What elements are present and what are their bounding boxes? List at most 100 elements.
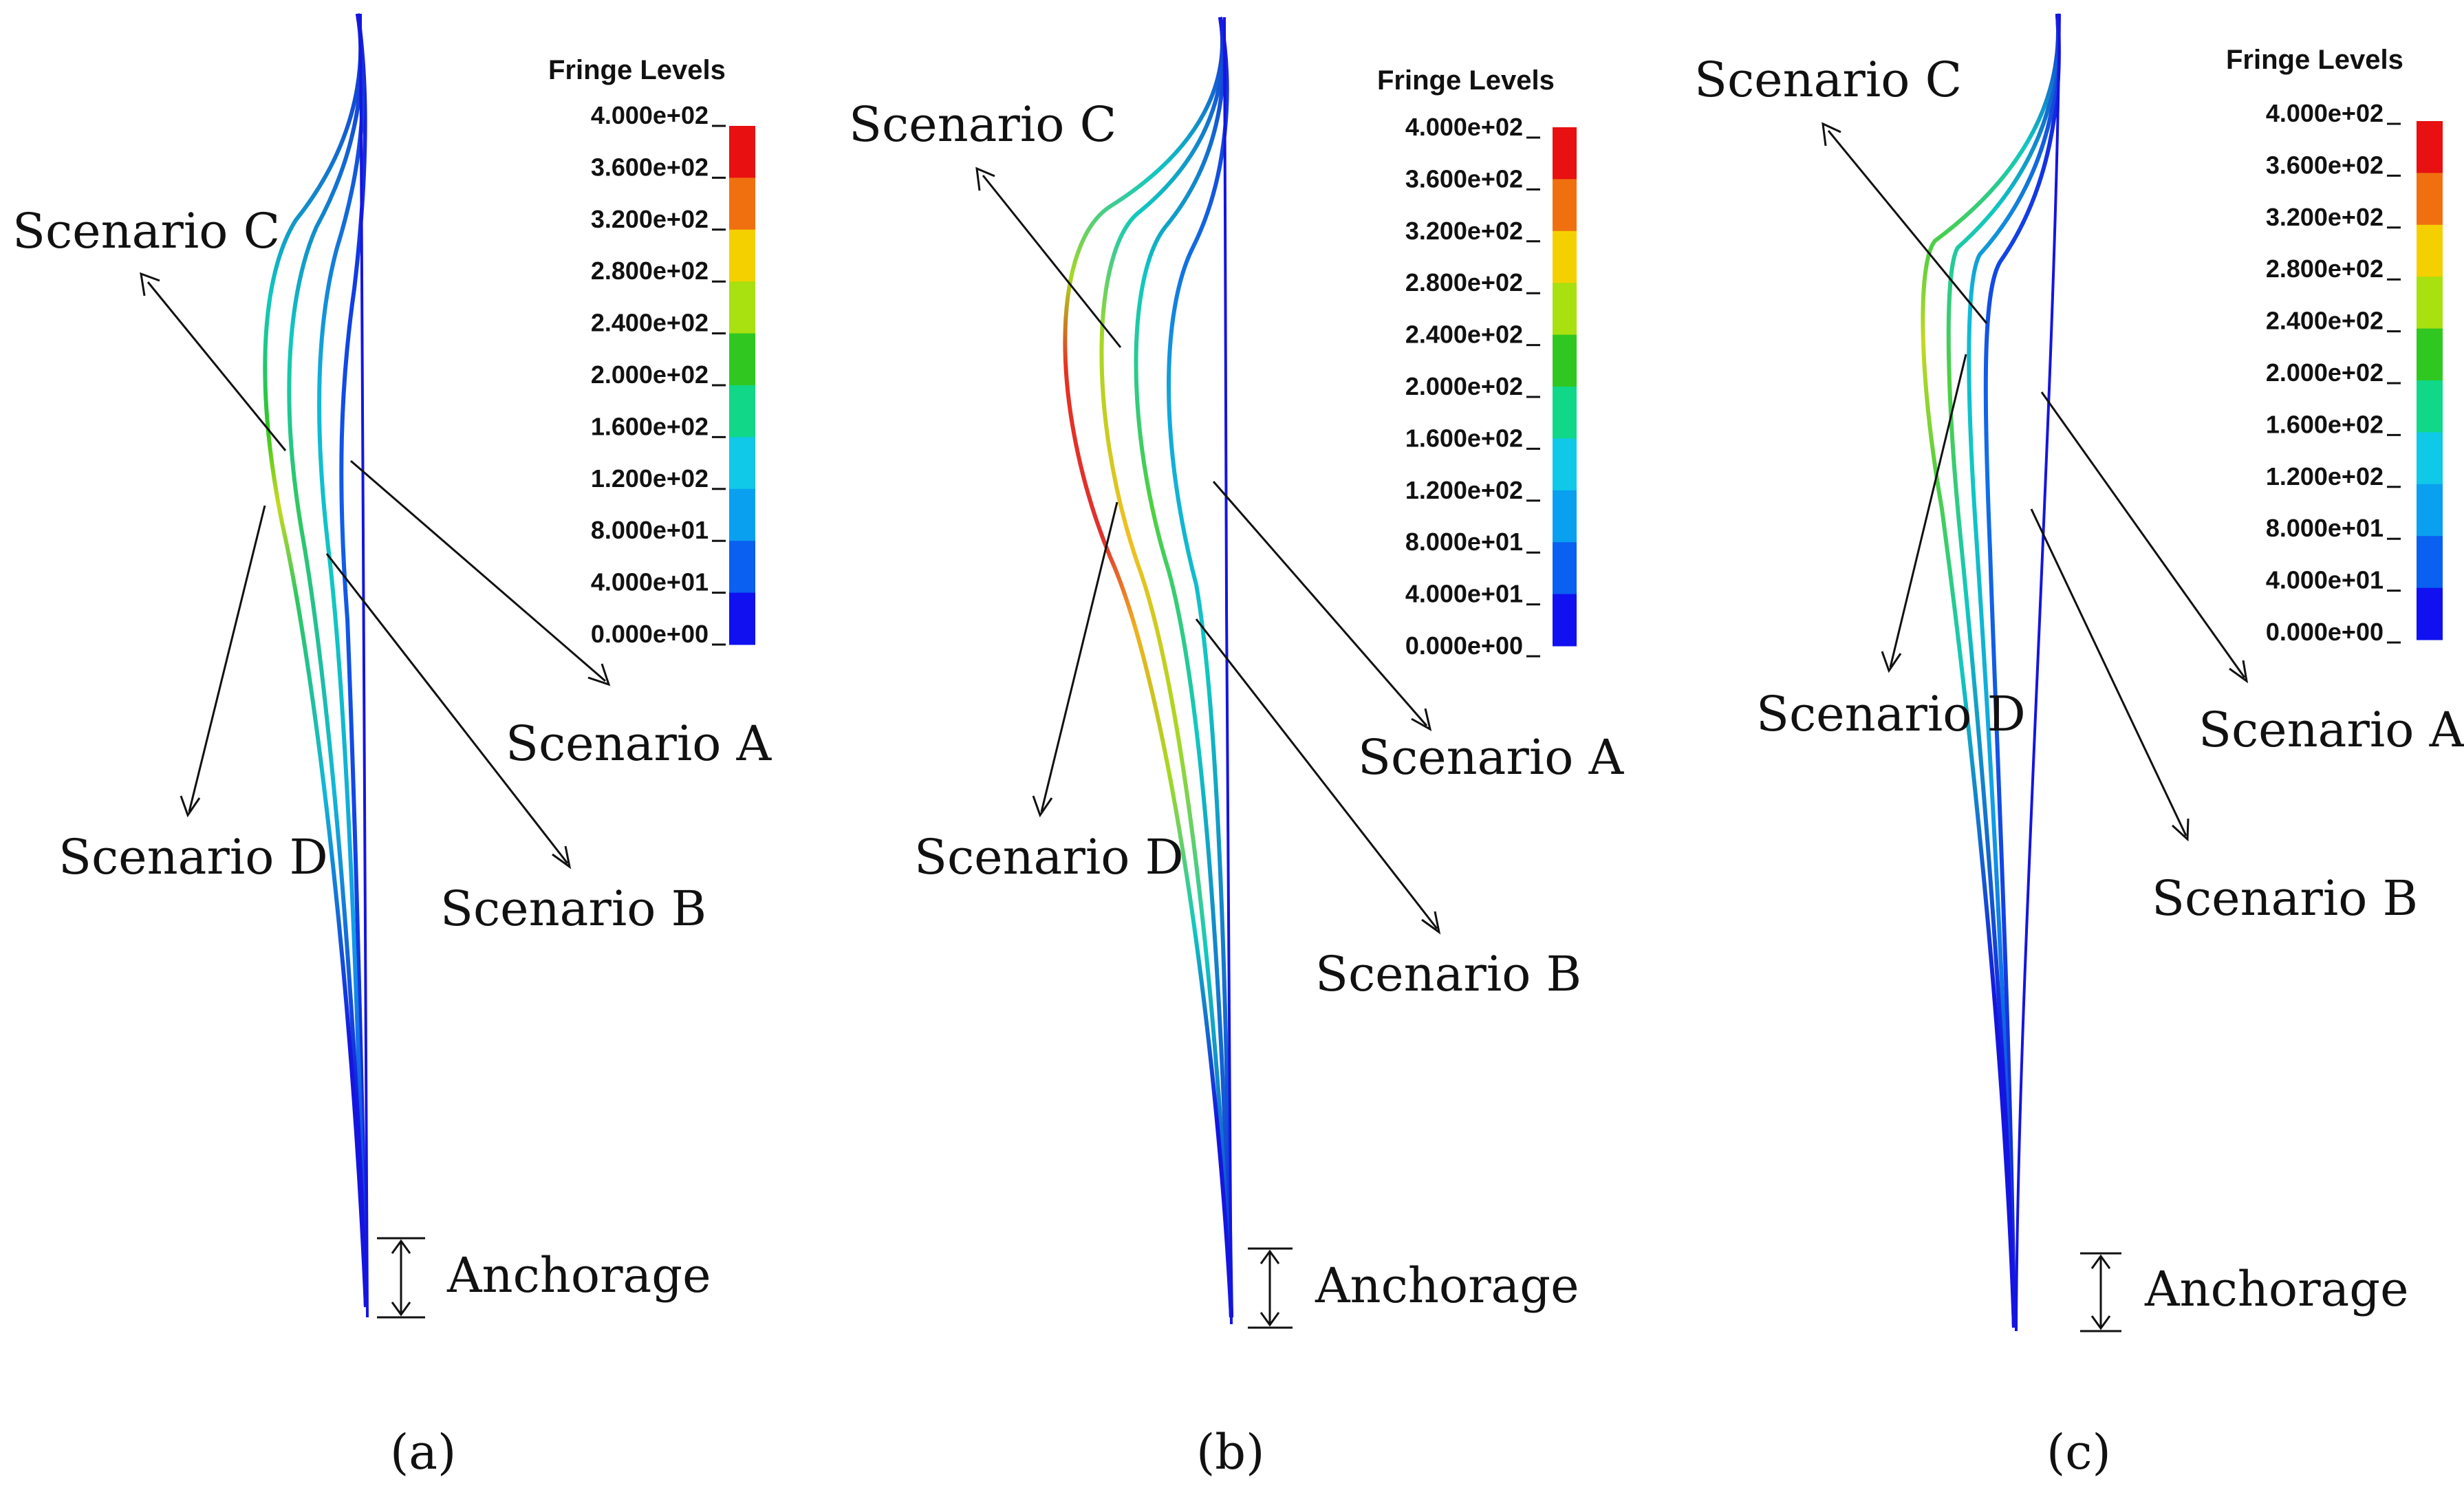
legend-color-swatch: [2417, 380, 2443, 433]
curve-scenario-c: [1099, 17, 1233, 1318]
legend-color-swatch: [2417, 173, 2443, 226]
wall-baseline: [2015, 13, 2061, 1332]
legend-color-swatch: [2417, 224, 2443, 277]
legend-tick-label: 4.000e+02: [1405, 113, 1523, 141]
legend-color-swatch: [1553, 594, 1577, 647]
label-scenario-b: Scenario B: [1315, 946, 1581, 1002]
legend-color-swatch: [729, 385, 755, 438]
curve-scenario-b: [1134, 17, 1233, 1318]
leader-lines: [1822, 122, 2249, 842]
legend-color-swatch: [2417, 328, 2443, 381]
legend-color-swatch: [1553, 387, 1577, 439]
legend-tick-label: 4.000e+02: [2266, 99, 2384, 127]
legend-tick-label: 8.000e+01: [2266, 514, 2384, 542]
legend-tick-label: 2.800e+02: [2266, 255, 2384, 283]
legend-color-swatch: [729, 177, 755, 230]
legend-tick-label: 1.600e+02: [2266, 410, 2384, 438]
legend-color-swatch: [1553, 127, 1577, 180]
curve-scenario-b: [317, 13, 368, 1308]
label-scenario-b: Scenario B: [2152, 870, 2418, 927]
label-scenario-a: Scenario A: [1358, 729, 1625, 786]
legend-color-swatch: [2417, 484, 2443, 537]
leader-lines: [975, 166, 1441, 935]
curve-scenario-a: [339, 13, 368, 1308]
legend-tick-label: 2.000e+02: [1405, 372, 1523, 400]
legend-color-swatch: [1553, 230, 1577, 283]
legend-tick-label: 3.600e+02: [2266, 151, 2384, 179]
legend-color-swatch: [1553, 438, 1577, 491]
wall-baseline: [359, 13, 369, 1318]
legend-color-swatch: [2417, 536, 2443, 589]
legend-color-swatch: [729, 229, 755, 282]
label-scenario-c: Scenario C: [1694, 52, 1962, 108]
legend-colorbar: [2417, 121, 2443, 640]
legend-tick-label: 1.200e+02: [1405, 476, 1523, 504]
legend-tick-label: 3.200e+02: [591, 205, 709, 233]
panel-b-canvas: Scenario C Scenario A Scenario D Scenari…: [849, 17, 1625, 1480]
curve-scenario-d: [1063, 17, 1233, 1318]
legend-title: Fringe Levels: [548, 55, 726, 85]
curve-scenario-a: [1167, 17, 1233, 1318]
curve-scenario-c: [1946, 13, 2061, 1328]
legend-title: Fringe Levels: [2226, 45, 2403, 75]
label-scenario-a: Scenario A: [506, 715, 772, 772]
legend-color-swatch: [2417, 432, 2443, 485]
legend-color-swatch: [1553, 179, 1577, 232]
panel-a: Scenario C Scenario A Scenario D Scenari…: [0, 0, 821, 1501]
legend-colorbar: [729, 126, 755, 645]
curve-scenario-a: [1983, 13, 2061, 1328]
legend-tick-label: 4.000e+01: [591, 568, 709, 596]
anchorage-bracket: [377, 1237, 425, 1319]
anchorage-bracket: [2080, 1252, 2121, 1332]
legend-color-swatch: [729, 126, 755, 178]
legend-tick-label: 4.000e+01: [2266, 566, 2384, 594]
legend-ticks: 4.000e+023.600e+023.200e+022.800e+022.40…: [2266, 99, 2401, 646]
legend-tick-label: 1.600e+02: [591, 412, 709, 440]
legend-color-swatch: [2417, 121, 2443, 173]
legend-color-swatch: [729, 333, 755, 386]
legend-color-swatch: [729, 541, 755, 594]
label-scenario-d: Scenario D: [914, 829, 1184, 885]
fringe-legend: Fringe Levels 4.000e+023.600e+023.200e+0…: [548, 55, 755, 648]
legend-tick-label: 8.000e+01: [591, 516, 709, 544]
legend-tick-label: 0.000e+00: [591, 620, 709, 648]
label-scenario-d: Scenario D: [58, 829, 328, 885]
anchorage-bracket: [1248, 1247, 1293, 1329]
wall-baseline: [1223, 17, 1233, 1325]
fringe-legend: Fringe Levels 4.000e+02 3.600e+02 3.200e+0…: [2226, 45, 2443, 646]
legend-color-swatch: [1553, 490, 1577, 543]
legend-tick-label: 2.800e+02: [1405, 268, 1523, 296]
legend-color-swatch: [2417, 587, 2443, 640]
label-scenario-d: Scenario D: [1756, 686, 2026, 742]
legend-colorbar: [1553, 127, 1577, 647]
panel-b: Scenario C Scenario A Scenario D Scenari…: [821, 0, 1643, 1501]
legend-tick-label: 4.000e+02: [591, 101, 709, 129]
legend-color-swatch: [1553, 283, 1577, 336]
panel-a-canvas: Scenario C Scenario A Scenario D Scenari…: [12, 13, 772, 1480]
legend-tick-label: 2.400e+02: [1405, 321, 1523, 349]
legend-color-swatch: [729, 488, 755, 541]
legend-tick-label: 2.400e+02: [591, 309, 709, 337]
panel-c: Scenario C Scenario A Scenario D Scenari…: [1643, 0, 2464, 1501]
label-scenario-a: Scenario A: [2198, 702, 2464, 758]
legend-tick-label: 1.200e+02: [591, 464, 709, 493]
legend-ticks: 4.000e+02 3.600e+02 3.200e+02 2.800e+02 2.40…: [1405, 113, 1540, 660]
panel-c-canvas: Scenario C Scenario A Scenario D Scenari…: [1694, 13, 2464, 1480]
legend-color-swatch: [729, 592, 755, 645]
label-anchorage: Anchorage: [1315, 1257, 1579, 1314]
legend-tick-label: 8.000e+01: [1405, 528, 1523, 556]
legend-tick-label: 2.000e+02: [2266, 358, 2384, 387]
legend-tick-label: 0.000e+00: [1405, 631, 1523, 660]
legend-title: Fringe Levels: [1377, 65, 1555, 96]
caption-c: (c): [2046, 1424, 2111, 1480]
legend-tick-label: 3.200e+02: [1405, 217, 1523, 245]
label-scenario-c: Scenario C: [849, 96, 1116, 153]
legend-color-swatch: [729, 437, 755, 490]
legend-tick-label: 3.600e+02: [1405, 164, 1523, 193]
label-anchorage: Anchorage: [446, 1247, 711, 1304]
legend-tick-label: 0.000e+00: [2266, 618, 2384, 646]
legend-color-swatch: [1553, 334, 1577, 387]
legend-tick-label: 3.200e+02: [2266, 203, 2384, 231]
label-scenario-b: Scenario B: [440, 881, 706, 937]
